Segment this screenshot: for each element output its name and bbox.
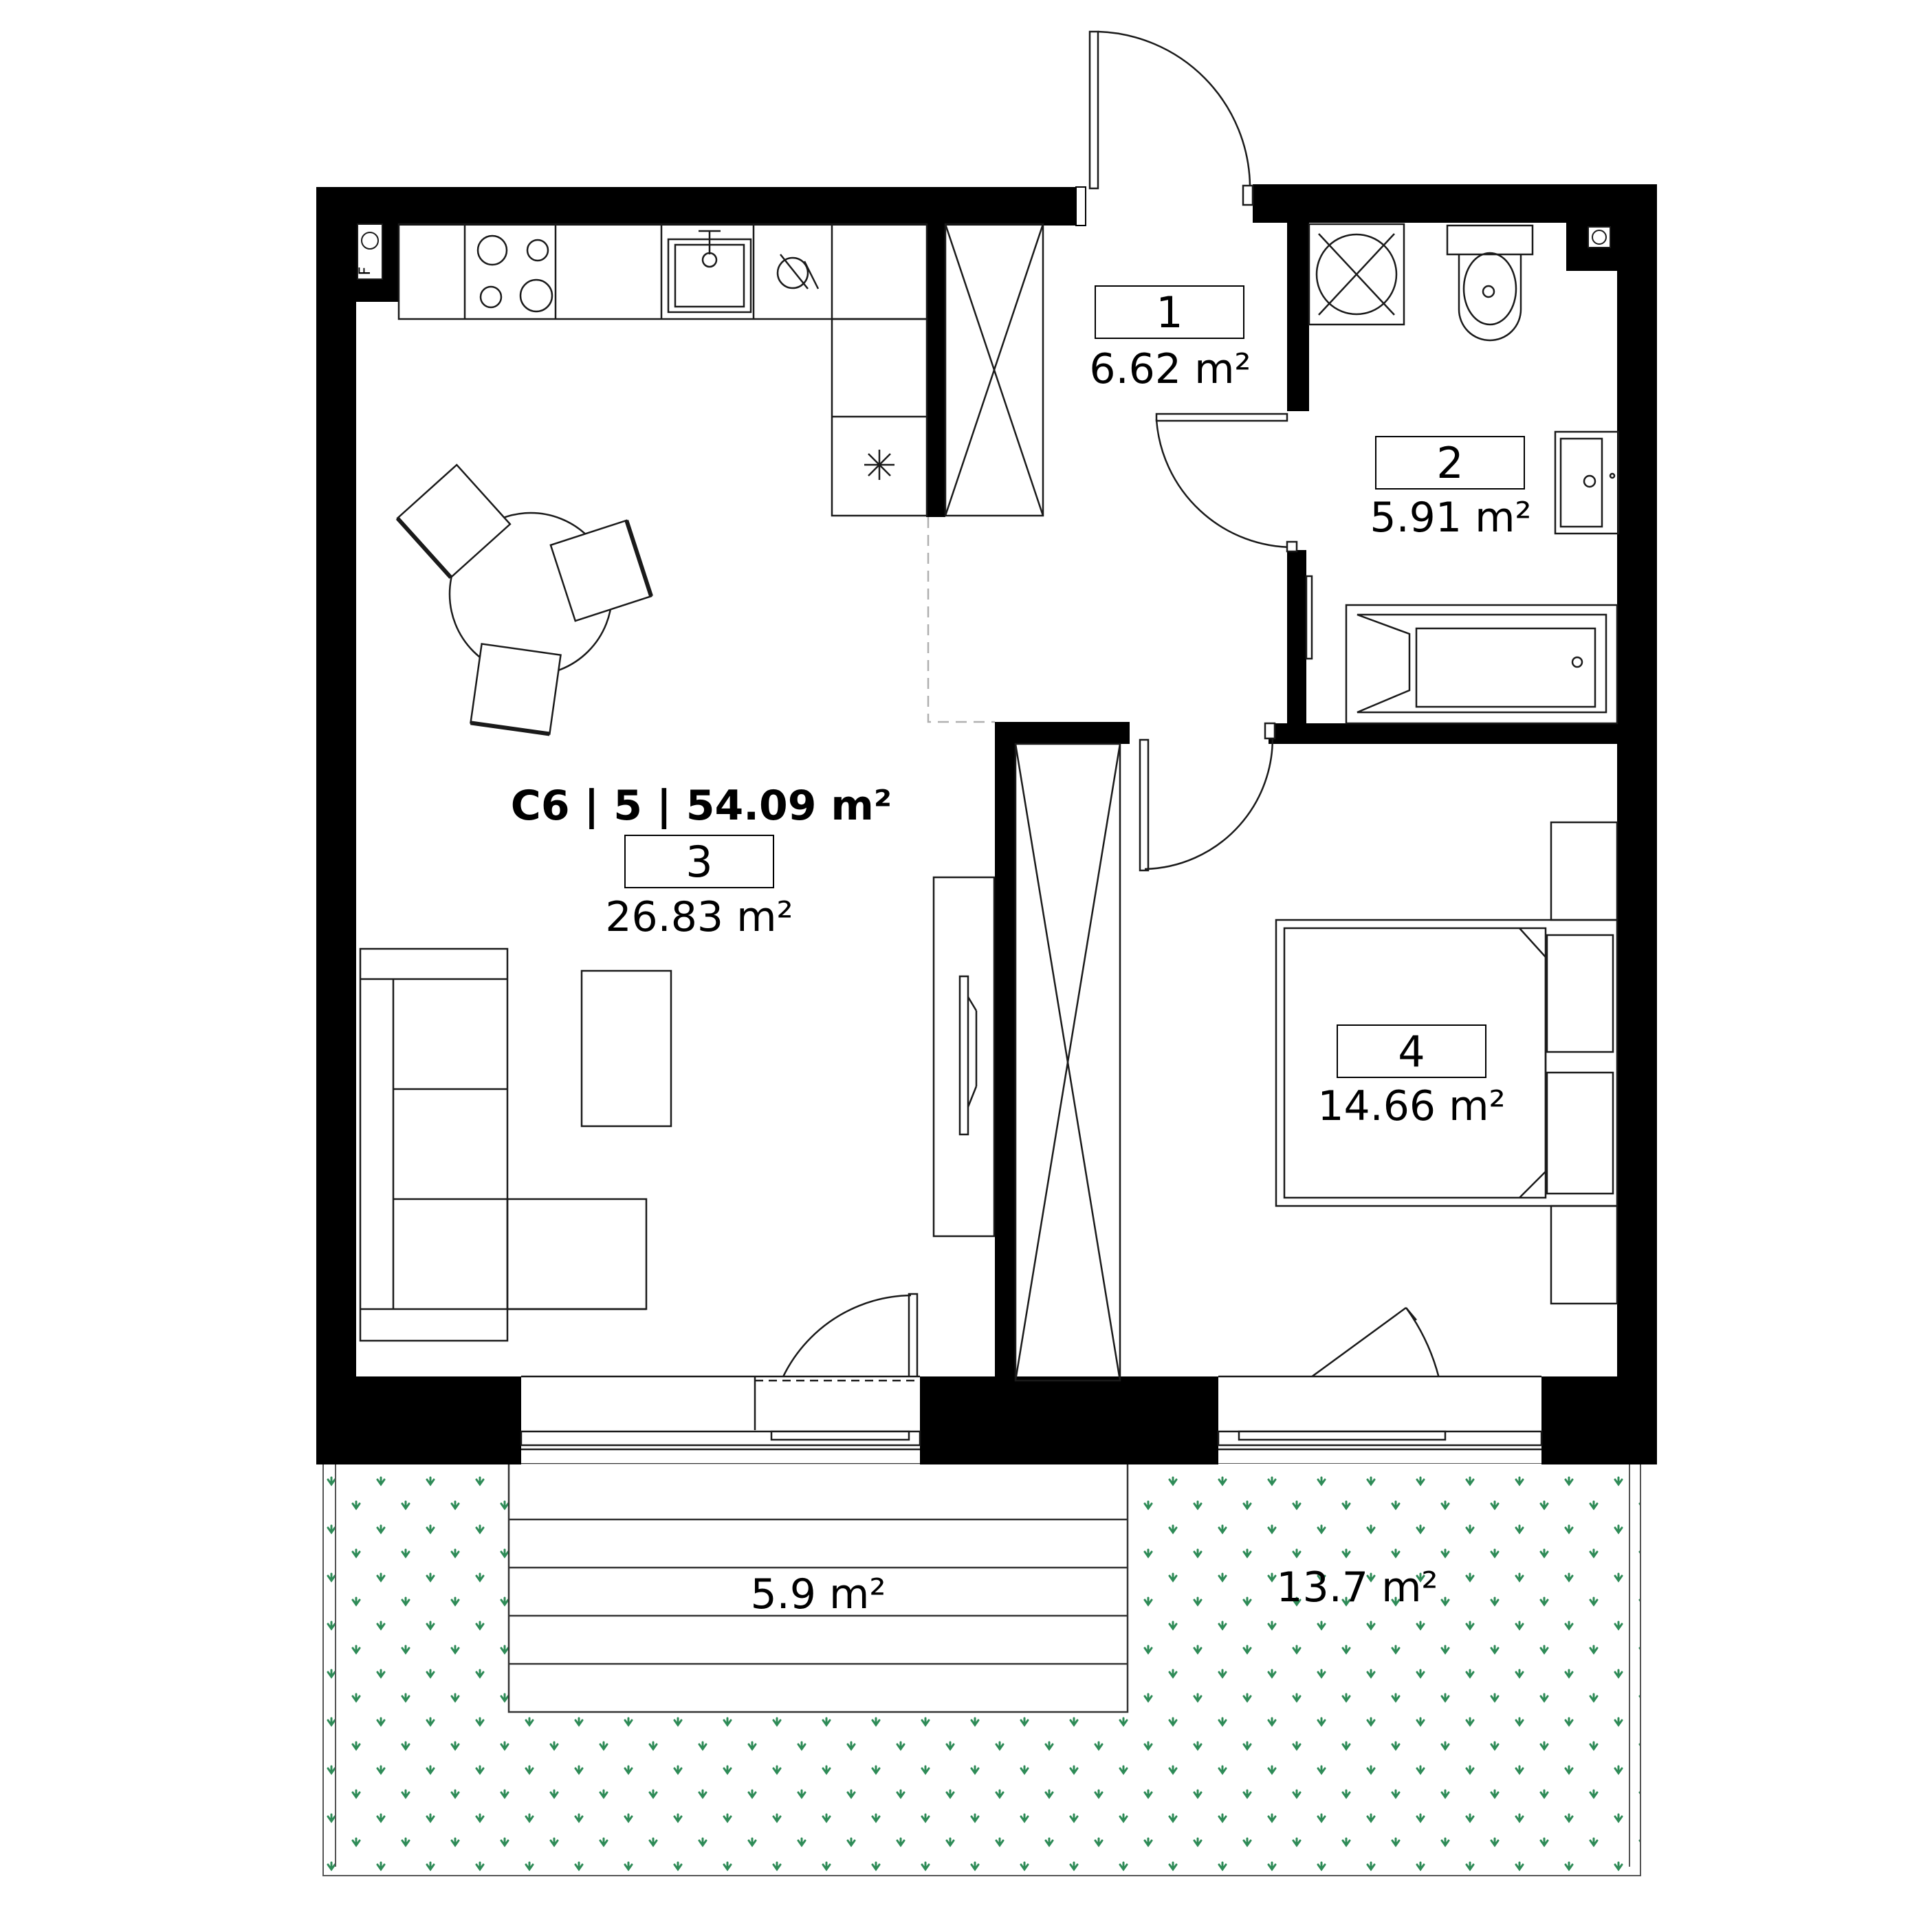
wardrobe-kitchen xyxy=(944,223,1044,517)
hood-icon xyxy=(864,450,894,480)
unit-label: C6 | 5 | 54.09 m² xyxy=(510,782,892,830)
wardrobe-bedroom xyxy=(1014,743,1121,1382)
room-number-box-2 xyxy=(1375,436,1525,490)
room-number-box-1 xyxy=(1095,285,1244,339)
garden-area-label: 13.7 m² xyxy=(1276,1563,1438,1612)
room-number-2: 2 xyxy=(1436,438,1464,488)
room-number-1: 1 xyxy=(1156,287,1183,338)
kitchen-counter xyxy=(397,223,928,517)
sofa xyxy=(359,947,648,1342)
bathtub-icon xyxy=(1305,575,1618,725)
washer-icon xyxy=(1308,223,1405,326)
room-number-box-4 xyxy=(1337,1024,1486,1078)
room-area-3: 26.83 m² xyxy=(605,893,793,941)
dishwasher-icon xyxy=(776,254,820,289)
room-area-4: 14.66 m² xyxy=(1317,1082,1506,1130)
room-number-box-3 xyxy=(624,835,774,888)
bathroom-corner xyxy=(1588,226,1611,248)
room-number-4: 4 xyxy=(1398,1027,1425,1077)
terrace-deck xyxy=(507,1462,1129,1713)
pillow xyxy=(1546,934,1614,1195)
open-area-outline xyxy=(927,517,995,723)
nightstand xyxy=(1550,821,1618,1305)
bed xyxy=(1275,919,1618,1207)
toilet-icon xyxy=(1446,224,1534,342)
sink-icon xyxy=(667,230,752,314)
walls xyxy=(316,184,1657,1464)
room-number-3: 3 xyxy=(685,837,713,887)
doors xyxy=(767,30,1447,1439)
stove-icon xyxy=(476,234,553,313)
fridge-label: F xyxy=(357,267,374,276)
windows xyxy=(520,1375,1543,1463)
fridge-icon xyxy=(357,223,383,280)
terrace-area: 5.9 m² xyxy=(750,1570,886,1618)
coffee-table xyxy=(580,969,672,1128)
room-area-2: 5.91 m² xyxy=(1370,494,1532,542)
room-area-1: 6.62 m² xyxy=(1089,345,1251,393)
washbasin-icon xyxy=(1554,430,1620,535)
dining-chair xyxy=(395,463,653,736)
tv-cabinet xyxy=(932,876,996,1238)
